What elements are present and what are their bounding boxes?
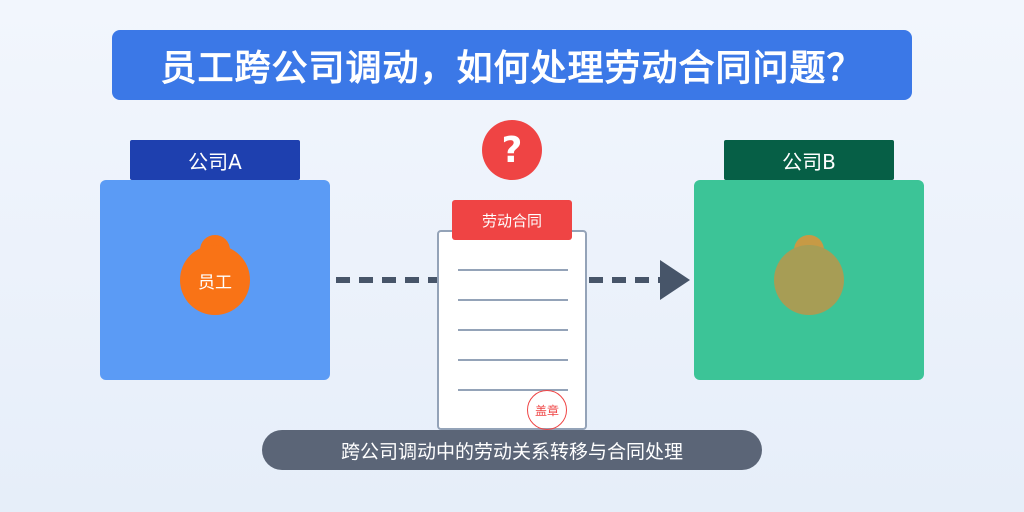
document-line xyxy=(458,359,568,361)
document-line xyxy=(458,299,568,301)
employee-label: 员工 xyxy=(198,272,232,293)
document-line xyxy=(458,389,568,391)
employee-person-icon: 员工 xyxy=(180,245,250,315)
company-b-label: 公司B xyxy=(724,140,894,180)
arrow-head-icon xyxy=(660,260,690,300)
document-line xyxy=(458,269,568,271)
document-line xyxy=(458,329,568,331)
question-glyph: ? xyxy=(501,129,523,171)
question-mark-icon: ? xyxy=(482,120,542,180)
page-title: 员工跨公司调动，如何处理劳动合同问题？ xyxy=(160,48,864,89)
caption-banner: 跨公司调动中的劳动关系转移与合同处理 xyxy=(262,430,762,470)
transferred-employee-person-icon xyxy=(774,245,844,315)
seal-stamp-icon: 盖章 xyxy=(527,390,567,430)
company-a-label: 公司A xyxy=(130,140,300,180)
title-banner: 员工跨公司调动，如何处理劳动合同问题？ xyxy=(112,30,912,100)
caption-text: 跨公司调动中的劳动关系转移与合同处理 xyxy=(340,440,683,463)
seal-label: 盖章 xyxy=(534,403,559,418)
contract-header: 劳动合同 xyxy=(452,200,572,240)
contract-header-label: 劳动合同 xyxy=(481,211,542,230)
